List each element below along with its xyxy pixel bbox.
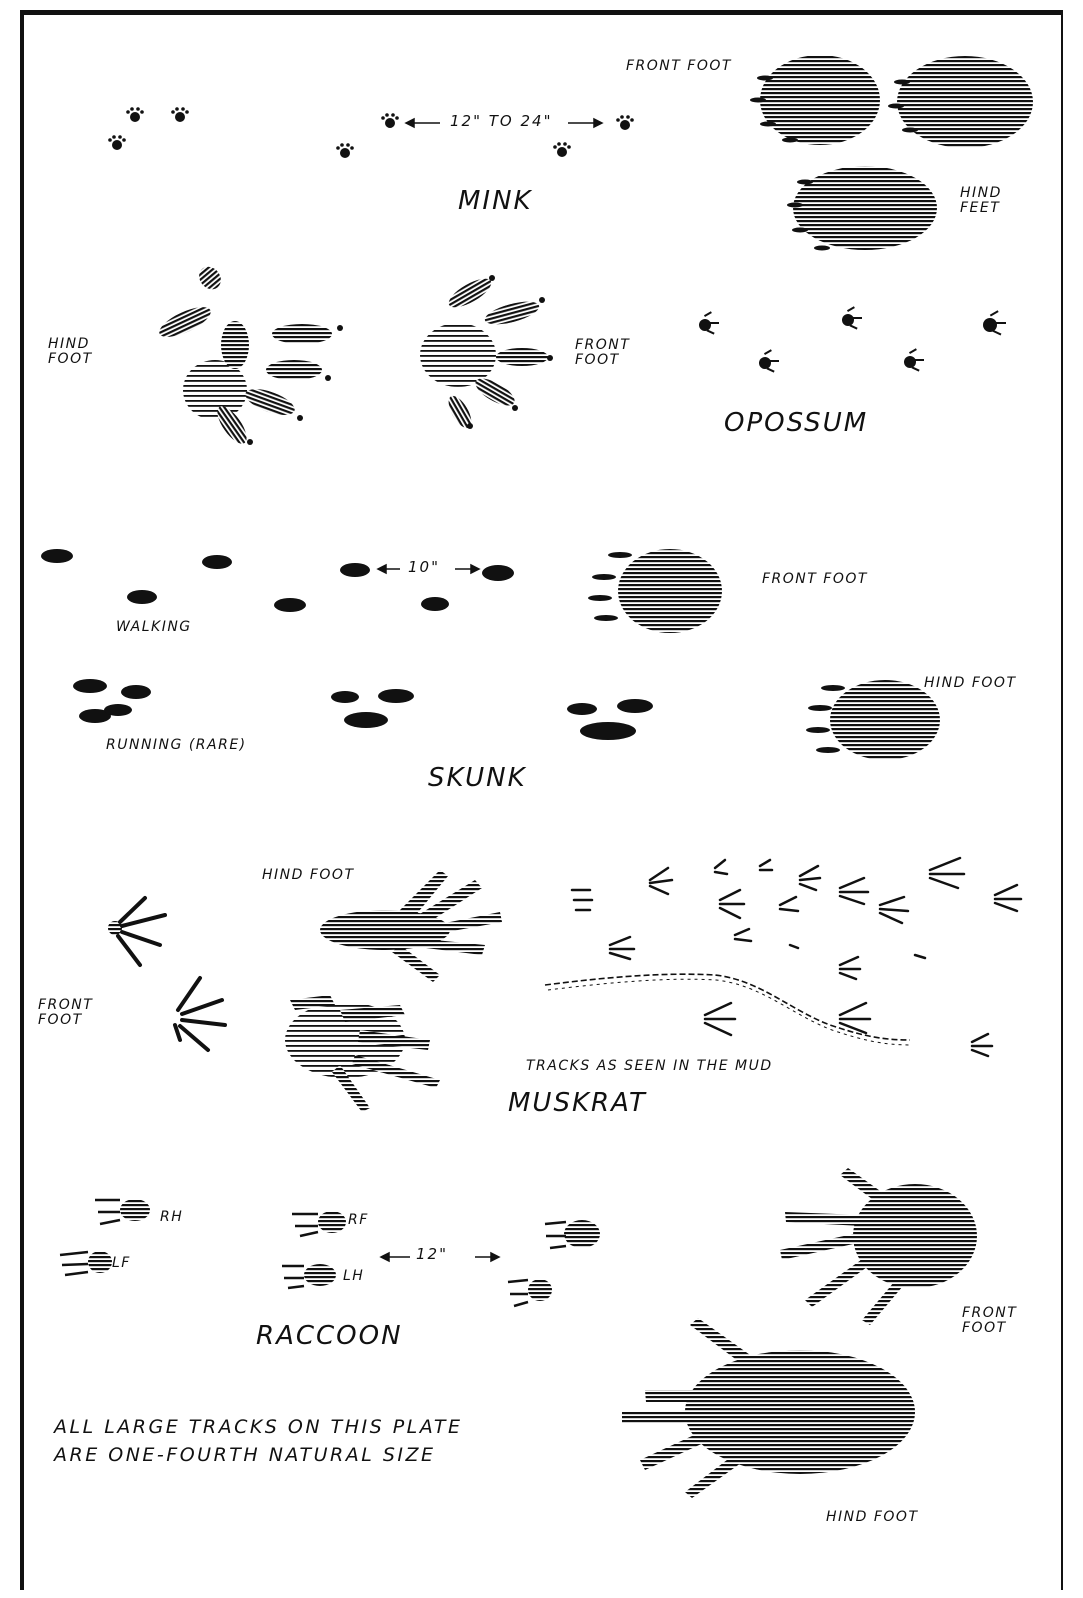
raccoon-print [545,1220,600,1248]
opossum-front-foot-label: FRONT FOOT [575,338,630,367]
label-line: FEET [960,201,1002,216]
skunk-front-foot-large [588,549,722,633]
raccoon-title: RACCOON [256,1323,403,1350]
raccoon-spacing-label: 12" [416,1247,448,1263]
raccoon-trail [60,1199,600,1306]
mink-print [126,107,144,122]
skunk-front-foot-label: FRONT FOOT [762,572,868,587]
label-line: FRONT [962,1306,1017,1321]
raccoon-print-rf [292,1211,346,1236]
mink-hind-feet-label: HIND FEET [960,186,1002,215]
skunk-hind-foot-label: HIND FOOT [924,676,1017,691]
plate-scale-note: ALL LARGE TRACKS ON THIS PLATE ARE ONE-F… [54,1414,462,1469]
mink-print [171,107,189,122]
skunk-running-trail [73,679,653,740]
muskrat-mud-caption: TRACKS AS SEEN IN THE MUD [526,1059,773,1074]
opossum-trail [699,306,1006,372]
label-line: HIND [48,337,93,352]
skunk-walking-label: WALKING [116,620,192,635]
raccoon-print-lf [60,1251,112,1275]
skunk-running-label: RUNNING (RARE) [106,738,247,753]
mink-trail [108,55,1033,251]
muskrat-front-foot-small [108,898,165,965]
skunk-walking-trail [41,549,514,612]
mink-print [616,115,634,130]
skunk-spacing-label: 10" [408,560,440,576]
muskrat-front-foot-small-2 [175,978,225,1050]
mink-title: MINK [458,188,533,215]
muskrat-hind-foot-large [320,870,502,982]
label-line: FOOT [575,353,630,368]
mink-spacing-label: 12" TO 24" [450,114,552,130]
raccoon-hind-foot-label: HIND FOOT [826,1510,919,1525]
skunk-title: SKUNK [428,765,527,792]
raccoon-front-foot-large [780,1168,977,1325]
mink-hind-foot-large [787,166,937,251]
skunk-hind-foot-large [806,680,940,760]
muskrat-front-foot-large [285,995,440,1112]
raccoon-lf-label: LF [112,1256,131,1271]
raccoon-lh-label: LH [343,1269,364,1284]
raccoon-hind-foot-large [622,1318,915,1498]
label-line: FRONT [575,338,630,353]
label-line: FOOT [962,1321,1017,1336]
muskrat-front-foot-label: FRONT FOOT [38,998,93,1027]
mink-print [553,142,571,157]
mink-front-foot-large [750,55,1033,148]
mink-print [381,113,399,128]
opossum-front-foot-large [420,273,553,431]
label-line: HIND [960,186,1002,201]
raccoon-print-lh [282,1264,336,1288]
raccoon-front-foot-label: FRONT FOOT [962,1306,1017,1335]
raccoon-rh-label: RH [160,1210,183,1225]
note-line: ALL LARGE TRACKS ON THIS PLATE [54,1414,462,1442]
muskrat-mud-tracks [572,858,1021,1056]
label-line: FRONT [38,998,93,1013]
muskrat-title: MUSKRAT [508,1090,647,1117]
mink-print [108,135,126,150]
mink-front-foot-label: FRONT FOOT [626,59,732,74]
mink-print [336,143,354,158]
raccoon-rf-label: RF [348,1213,369,1228]
raccoon-print-rh [95,1199,150,1224]
label-line: FOOT [38,1013,93,1028]
opossum-hind-foot-large [155,262,343,448]
muskrat-hind-foot-label: HIND FOOT [262,868,355,883]
raccoon-print [508,1279,552,1306]
opossum-title: OPOSSUM [724,410,868,437]
note-line: ARE ONE-FOURTH NATURAL SIZE [54,1442,462,1470]
label-line: FOOT [48,352,93,367]
opossum-hind-foot-label: HIND FOOT [48,337,93,366]
